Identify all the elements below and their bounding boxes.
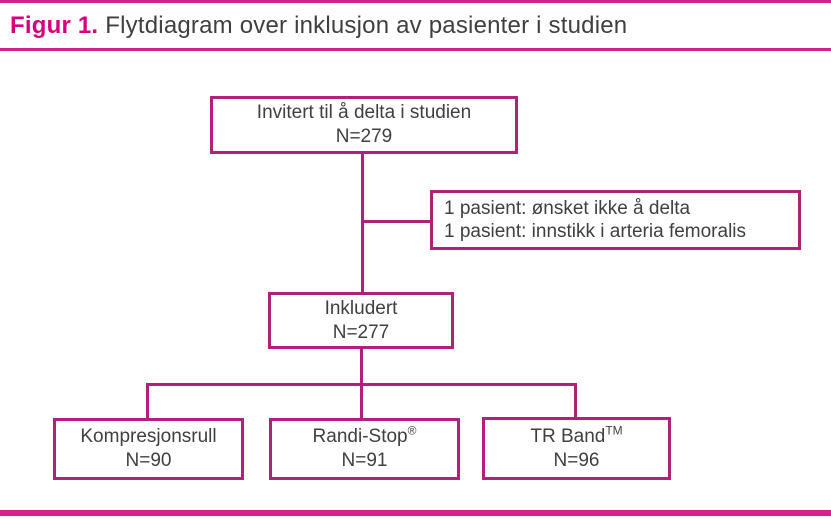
- node-arm2-count: N=91: [341, 450, 388, 471]
- node-included-count: N=277: [332, 321, 390, 343]
- node-arm2-mark: ®: [407, 423, 417, 438]
- figure-title: Figur 1.Flytdiagram over inklusjon av pa…: [10, 11, 627, 41]
- connector-invited-to-included: [361, 153, 364, 293]
- node-arm1-name: Kompresjonsrull: [80, 426, 217, 447]
- connector-split-horizontal: [146, 383, 577, 386]
- top-rule: [0, 0, 831, 3]
- node-arm3-mark: TM: [605, 423, 623, 438]
- node-arm3-label: TR BandTM: [530, 423, 623, 449]
- node-invited-count: N=279: [335, 126, 393, 147]
- figure-label: Figur 1.: [10, 12, 99, 39]
- node-excluded-line1: 1 pasient: ønsket ikke å delta: [444, 198, 691, 219]
- connector-to-excluded: [361, 220, 431, 223]
- node-excluded-line2: 1 pasient: innstikk i arteria femoralis: [444, 221, 747, 242]
- node-excluded: 1 pasient: ønsket ikke å delta 1 pasient…: [430, 190, 801, 250]
- node-included-label: Inkludert: [324, 297, 398, 319]
- node-arm2-label: Randi-Stop®: [313, 425, 417, 449]
- connector-split-right: [574, 383, 577, 418]
- node-included: Inkludert N=277: [268, 292, 454, 349]
- node-invited: Invitert til å delta i studien N=279: [210, 96, 518, 154]
- bottom-rule: [0, 510, 831, 516]
- node-invited-label: Invitert til å delta i studien: [256, 102, 472, 123]
- title-underline: [0, 48, 831, 51]
- figure-caption: Flytdiagram over inklusjon av pasienter …: [105, 12, 628, 39]
- connector-split-left: [146, 383, 149, 419]
- node-arm3-name: TR Band: [530, 425, 606, 447]
- node-arm3-count: N=96: [553, 449, 600, 471]
- node-arm-kompresjonsrull: Kompresjonsrull N=90: [53, 418, 244, 480]
- node-arm1-count: N=90: [125, 450, 172, 471]
- node-arm-tr-band: TR BandTM N=96: [482, 417, 671, 480]
- node-arm1-label: Kompresjonsrull: [80, 425, 216, 449]
- node-arm-randi-stop: Randi-Stop® N=91: [269, 418, 460, 480]
- node-arm2-name: Randi-Stop: [312, 426, 408, 447]
